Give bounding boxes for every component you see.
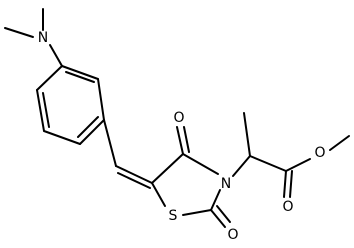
bond-c2-o-double [216,205,231,223]
bond-ester-carbonyl [283,170,287,198]
bond-n3-calpha [232,155,251,177]
atom-sulfur: S [169,208,178,224]
atom-labels: N N S O O O O [38,30,326,243]
bond-ring-methine [103,119,117,167]
atom-oxygen-carbonyl-4: O [173,110,184,126]
bonds [4,8,350,228]
atom-oxygen-ester-ether: O [314,145,325,161]
bond-methine-c5 [115,165,153,184]
bond-c2-o [210,209,226,228]
bond-calpha-ccarbonyl [249,155,287,172]
bond-methine-c5-double [117,172,151,189]
bond-ring-2 [97,78,105,121]
bond-ring-1 [61,65,99,80]
bond-amine-ring [49,44,63,67]
atom-nitrogen-amine: N [38,30,48,46]
atom-nitrogen-ring: N [221,176,231,192]
bond-ring-1-inner [65,71,95,83]
bond-ester-carbonyl-double [289,170,293,198]
bond-ring-4 [43,130,81,145]
bond-ring-3 [79,119,105,145]
bond-c4-o [176,126,184,155]
bond-c4-n3 [182,153,219,175]
bond-ring-5-inner [42,92,50,128]
bond-c5-c4 [151,153,184,184]
bond-methyl-1 [4,27,34,38]
bond-calpha-methyl [243,112,251,157]
bond-ester-ether [285,158,311,172]
bond-c2-s1 [182,209,212,216]
bond-ring-6 [36,65,63,91]
bond-c4-o-double [183,126,190,153]
atom-oxygen-carbonyl-2: O [227,227,238,243]
bond-ester-methyl [329,135,350,151]
bond-s1-c5 [151,182,166,207]
atom-oxygen-ester-carbonyl: O [282,199,293,215]
bond-ring-3-inner [77,116,99,138]
bond-n3-c2 [210,189,221,211]
bond-ring-5 [36,89,45,132]
